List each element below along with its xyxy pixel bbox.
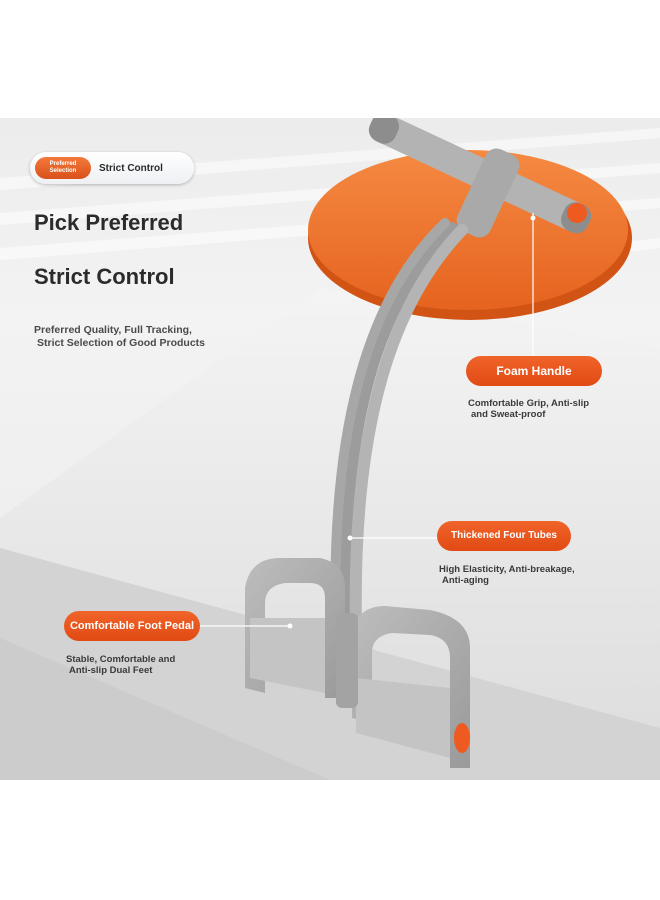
feature-desc-tubes-line-2: Anti-aging	[442, 575, 489, 586]
feature-desc-pedal-line-1: Stable, Comfortable and	[66, 654, 176, 665]
headline-line-1: Pick Preferred	[34, 210, 184, 235]
product-scene: Preferred Selection Strict Control Pick …	[0, 118, 660, 780]
feature-desc-handle: Comfortable Grip, Anti-slip and Sweat-pr…	[468, 398, 589, 420]
subtext-line-2: Strict Selection of Good Products	[37, 337, 206, 349]
feature-title-tubes: Thickened Four Tubes	[437, 521, 571, 551]
headline-line-2: Strict Control	[34, 264, 175, 289]
feature-desc-tubes-line-1: High Elasticity, Anti-breakage,	[439, 564, 575, 575]
feature-desc-pedal-line-2: Anti-slip Dual Feet	[69, 665, 153, 676]
pill-line-2: Selection	[49, 168, 77, 174]
preferred-selection-pill: Preferred Selection	[35, 157, 91, 179]
resistance-tubes	[330, 218, 468, 634]
foot-pedals	[245, 558, 470, 768]
feature-desc-handle-line-2: and Sweat-proof	[471, 409, 546, 420]
feature-desc-tubes: High Elasticity, Anti-breakage, Anti-agi…	[439, 564, 575, 586]
badge-label: Strict Control	[99, 162, 163, 174]
strict-control-badge: Preferred Selection Strict Control	[30, 152, 194, 184]
pill-line-1: Preferred	[49, 161, 77, 167]
headline-subtext: Preferred Quality, Full Tracking, Strict…	[34, 324, 205, 350]
feature-title-pedal: Comfortable Foot Pedal	[64, 611, 200, 641]
product-illustration	[0, 118, 660, 780]
subtext-line-1: Preferred Quality, Full Tracking,	[34, 324, 192, 336]
feature-desc-pedal: Stable, Comfortable and Anti-slip Dual F…	[66, 654, 175, 676]
feature-title-handle: Foam Handle	[466, 356, 602, 386]
feature-desc-handle-line-1: Comfortable Grip, Anti-slip	[468, 398, 590, 409]
